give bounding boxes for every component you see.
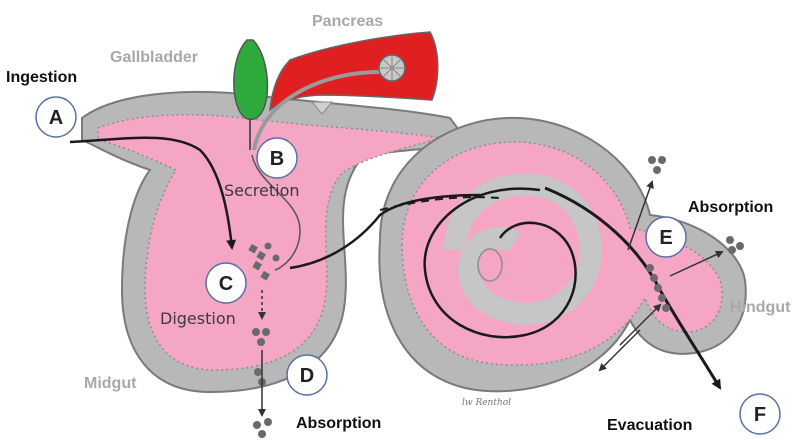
artist-signature: lw Renthol	[462, 398, 511, 408]
pancreas-label: Pancreas	[312, 13, 383, 30]
gallbladder-label: Gallbladder	[110, 49, 198, 66]
stage-f-label: Evacuation	[607, 417, 692, 434]
pancreas-organ	[270, 32, 438, 110]
stage-a-letter: A	[49, 107, 63, 129]
stage-e-label: Absorption	[688, 199, 773, 216]
midgut-label: Midgut	[84, 375, 137, 392]
stage-c-label: Digestion	[160, 309, 236, 328]
stage-b-letter: B	[270, 148, 284, 170]
gallbladder-organ	[234, 40, 268, 120]
stage-c-letter: C	[219, 273, 233, 295]
hindgut-label: Hindgut	[730, 299, 791, 316]
stage-f-letter: F	[754, 404, 766, 426]
stage-e-letter: E	[659, 227, 672, 249]
stage-b-label: Secretion	[224, 181, 300, 200]
spiral-center	[478, 249, 502, 281]
absorbed-particles-out	[253, 418, 272, 438]
stage-d-letter: D	[300, 365, 314, 387]
stage-a-label: Ingestion	[6, 69, 77, 86]
stage-d-label: Absorption	[296, 415, 381, 432]
